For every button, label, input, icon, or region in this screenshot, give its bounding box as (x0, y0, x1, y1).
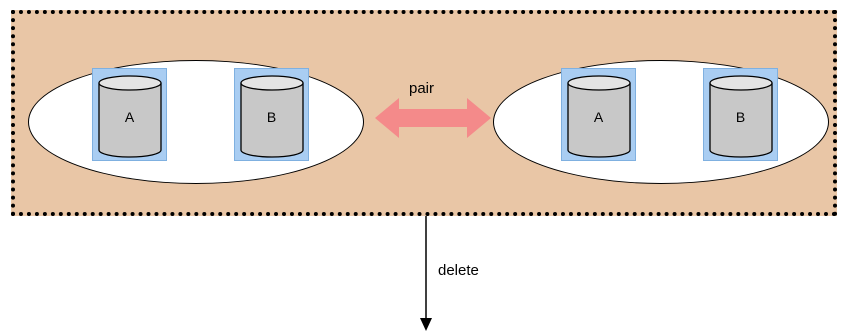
volume-label: A (93, 109, 166, 125)
volume-label: A (562, 109, 635, 125)
volume-label: B (235, 109, 308, 125)
left-volume-a[interactable]: A (92, 68, 167, 161)
volume-label: B (704, 109, 777, 125)
delete-label: delete (438, 262, 479, 279)
right-volume-b[interactable]: B (703, 68, 778, 161)
left-volume-b[interactable]: B (234, 68, 309, 161)
left-volume-group (28, 60, 364, 184)
pair-arrow-icon (375, 96, 491, 140)
down-arrow-icon (419, 216, 433, 332)
right-volume-a[interactable]: A (561, 68, 636, 161)
pair-label: pair (409, 80, 434, 97)
